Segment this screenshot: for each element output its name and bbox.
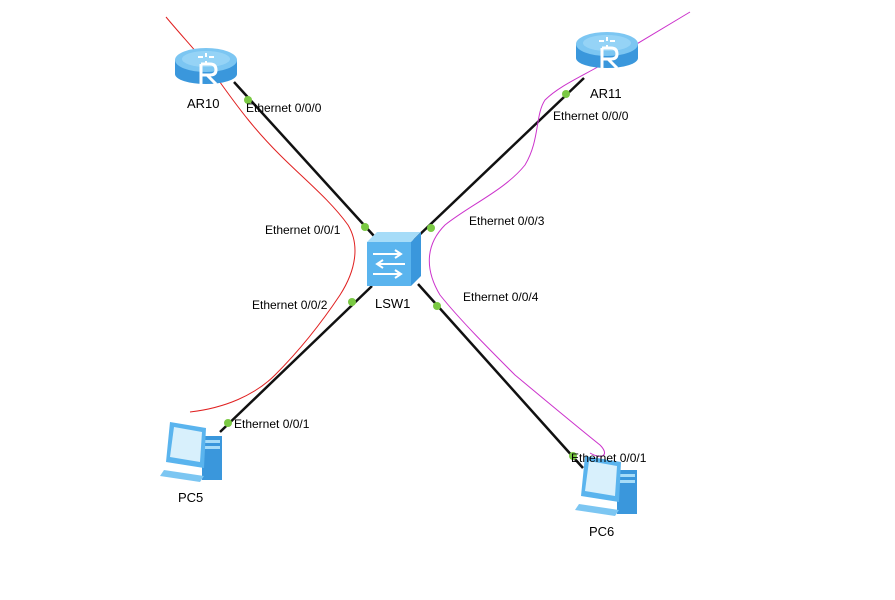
magenta-annotation-curve [428, 11, 691, 457]
port-dot-ar10-e000 [244, 96, 252, 104]
link-pc5-lsw1[interactable] [219, 285, 373, 433]
red-annotation-curve [165, 16, 356, 413]
port-label-lsw1-e003: Ethernet 0/0/3 [469, 214, 545, 228]
port-dot-lsw1-e004 [433, 302, 441, 310]
port-dot-lsw1-e003 [427, 224, 435, 232]
port-dot-lsw1-e001 [361, 223, 369, 231]
device-name-pc6: PC6 [589, 524, 615, 539]
port-label-ar11: Ethernet 0/0/0 [553, 109, 629, 123]
device-name-lsw1: LSW1 [375, 296, 411, 311]
port-label-pc6: Ethernet 0/0/1 [571, 451, 647, 465]
port-dot-pc5-e001 [224, 419, 232, 427]
pc6-icon[interactable] [575, 456, 637, 516]
router-ar11-icon[interactable] [576, 32, 638, 70]
link-ar10-lsw1[interactable] [233, 81, 375, 237]
port-dot-lsw1-e002 [348, 298, 356, 306]
switch-lsw1-icon[interactable] [367, 232, 421, 286]
router-ar10-icon[interactable] [175, 48, 237, 86]
port-label-lsw1-e002: Ethernet 0/0/2 [252, 298, 328, 312]
port-label-pc5: Ethernet 0/0/1 [234, 417, 310, 431]
device-name-ar10: AR10 [187, 96, 220, 111]
device-name-pc5: PC5 [178, 490, 204, 505]
port-label-ar10: Ethernet 0/0/0 [246, 101, 322, 115]
pc5-icon[interactable] [160, 422, 222, 482]
port-dot-ar11-e000 [562, 90, 570, 98]
link-pc6-lsw1[interactable] [417, 283, 584, 469]
link-ar11-lsw1[interactable] [413, 77, 585, 241]
port-dot-pc6-e001 [569, 452, 577, 460]
device-name-ar11: AR11 [590, 86, 622, 101]
port-label-lsw1-e001: Ethernet 0/0/1 [265, 223, 341, 237]
port-label-lsw1-e004: Ethernet 0/0/4 [463, 290, 539, 304]
